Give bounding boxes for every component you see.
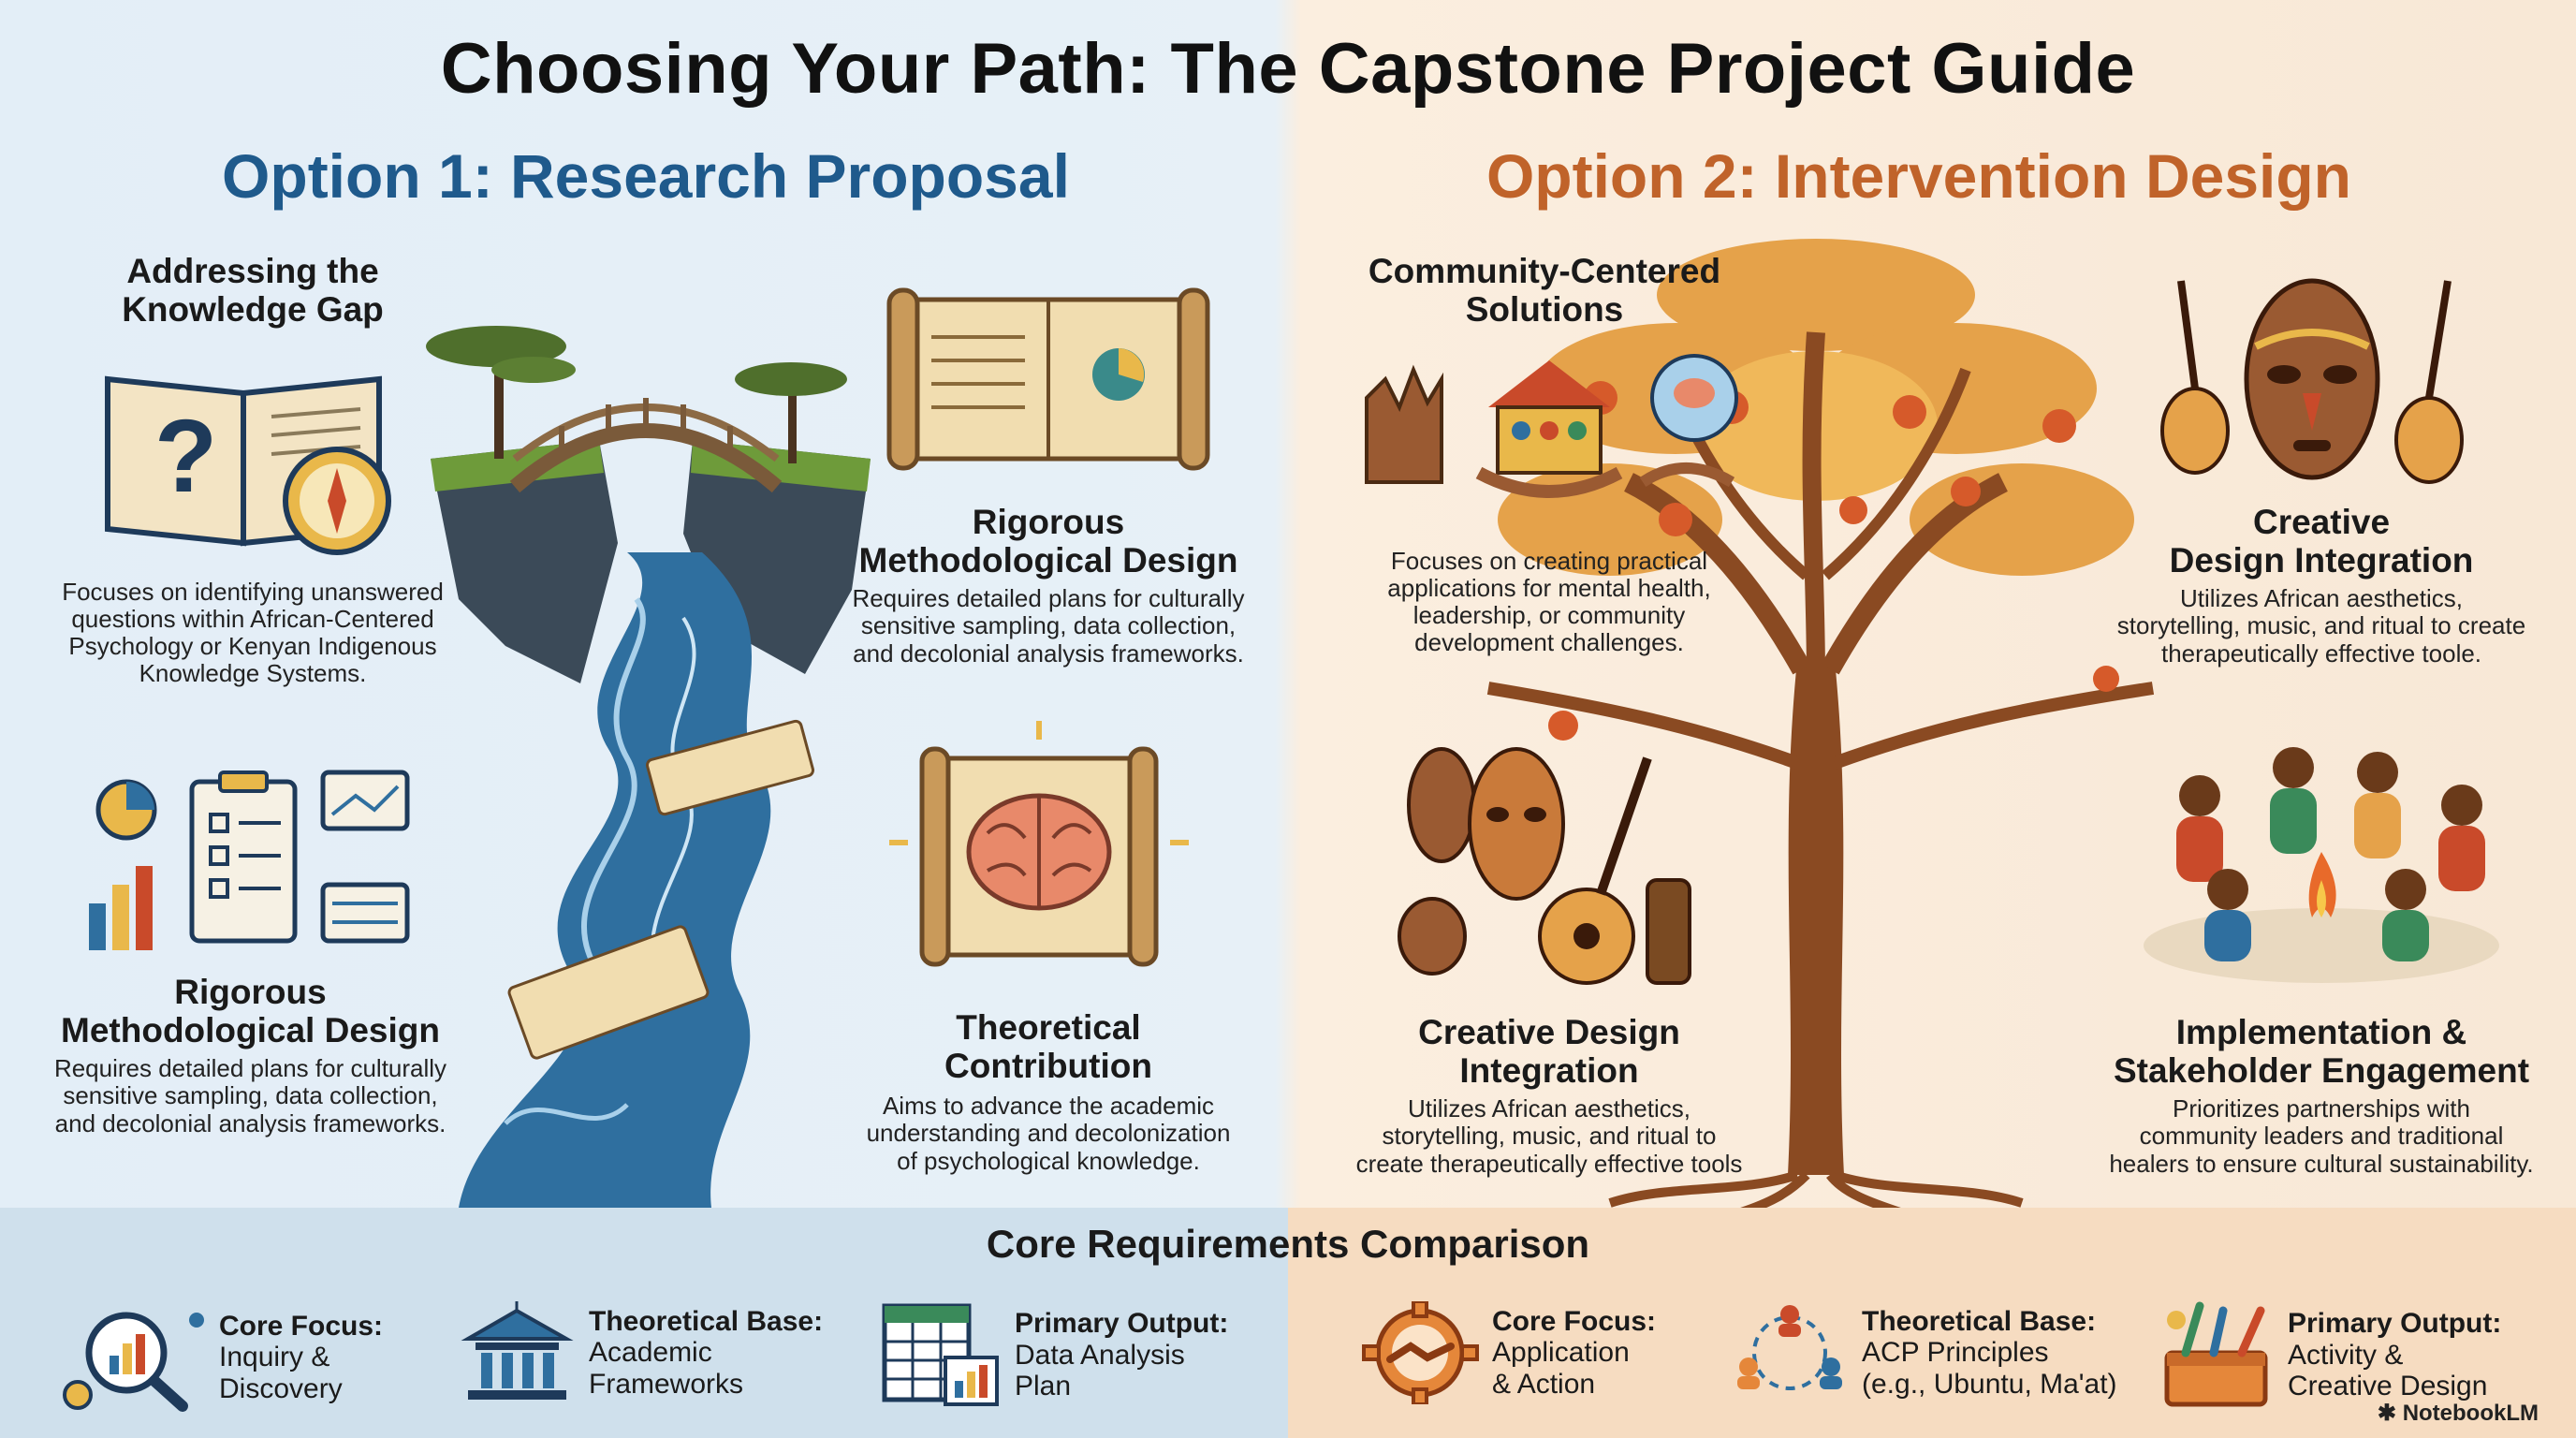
brand-logo-icon: ✱ — [2377, 1401, 2403, 1426]
spreadsheet-icon — [882, 1303, 999, 1406]
creative-bottom-description: Utilizes African aesthetics, storytellin… — [1355, 1094, 1743, 1178]
methodology-top-block: Rigorous Methodological Design Requires … — [842, 503, 1254, 668]
gear-handshake-icon — [1362, 1301, 1479, 1404]
page-title: Choosing Your Path: The Capstone Project… — [440, 29, 2136, 109]
comparison-title: Core Requirements Comparison — [986, 1222, 1590, 1266]
implementation-title: Implementation & Stakeholder Engagement — [2113, 1013, 2530, 1090]
option1-heading: Option 1: Research Proposal — [222, 141, 1070, 211]
methodology-top-title: Rigorous Methodological Design — [858, 503, 1238, 580]
comparison-item-core-focus-research: Core Focus: Inquiry & Discovery — [61, 1301, 383, 1414]
acacia-tree-left-icon — [426, 326, 576, 459]
people-cycle-icon — [1737, 1305, 1842, 1390]
brand-watermark: ✱ NotebookLM — [2377, 1401, 2539, 1426]
floating-scroll-icon — [507, 719, 815, 1060]
community-icon — [1365, 354, 1738, 498]
knowledge-gap-description: Focuses on identifying unanswered questi… — [62, 578, 444, 688]
creative-top-block: Creative Design Integration Utilizes Afr… — [2097, 503, 2546, 668]
knowledge-gap-title: Addressing the Knowledge Gap — [122, 252, 384, 329]
mask-instruments-icon — [2160, 278, 2464, 484]
community-description: Focuses on creating practical applicatio… — [1387, 547, 1711, 657]
theoretical-contribution-block: Theoretical Contribution Aims to advance… — [847, 1008, 1250, 1175]
comparison-item-primary-output-research: Primary Output: Data Analysis Plan — [880, 1301, 1228, 1409]
river-bridge-illustration — [426, 326, 871, 1208]
book-question-icon: ? — [105, 375, 391, 555]
open-scroll-icon — [886, 287, 1210, 471]
magnifier-chart-icon — [63, 1312, 204, 1412]
brain-scroll-icon — [889, 721, 1189, 967]
svg-text:?: ? — [154, 399, 217, 514]
acacia-tree-right-icon — [735, 362, 847, 463]
option2-heading: Option 2: Intervention Design — [1486, 141, 2352, 211]
comparison-item-primary-output-intervention: Primary Output: Activity & Creative Desi… — [2158, 1301, 2501, 1409]
methodology-top-description: Requires detailed plans for culturally s… — [852, 584, 1245, 668]
creative-bottom-block: Creative Design Integration Utilizes Afr… — [1329, 1013, 1769, 1178]
implementation-block: Implementation & Stakeholder Engagement … — [2087, 1013, 2555, 1178]
theoretical-contribution-description: Aims to advance the academic understandi… — [866, 1092, 1231, 1175]
community-title: Community-Centered Solutions — [1368, 252, 1721, 329]
implementation-description: Prioritizes partnerships with community … — [2109, 1094, 2534, 1178]
comparison-band — [0, 1208, 2576, 1438]
creative-top-title: Creative Design Integration — [2169, 503, 2474, 580]
creative-bottom-title: Creative Design Integration — [1418, 1013, 1680, 1090]
comparison-item-theoretical-base-research: Theoretical Base: Academic Frameworks — [459, 1301, 823, 1404]
masks-guitar-icon — [1398, 747, 1691, 985]
methodology-bottom-block: Rigorous Methodological Design Requires … — [42, 973, 459, 1137]
knowledge-gap-block: Addressing the Knowledge Gap — [66, 252, 440, 329]
methodology-bottom-description: Requires detailed plans for culturally s… — [53, 1054, 447, 1137]
research-tools-icon — [89, 770, 410, 950]
institution-icon — [461, 1301, 574, 1400]
bridge-icon — [509, 398, 783, 493]
creative-top-description: Utilizes African aesthetics, storytellin… — [2116, 584, 2526, 668]
methodology-bottom-title: Rigorous Methodological Design — [61, 973, 440, 1049]
comparison-item-core-focus-intervention: Core Focus: Application & Action — [1362, 1301, 1656, 1404]
comparison-item-theoretical-base-intervention: Theoretical Base: ACP Principles (e.g., … — [1732, 1301, 2117, 1404]
toolbox-icon — [2164, 1301, 2268, 1407]
community-gathering-icon — [2144, 747, 2499, 983]
theoretical-contribution-title: Theoretical Contribution — [944, 1008, 1152, 1085]
community-block: Community-Centered Solutions — [1339, 252, 1750, 329]
